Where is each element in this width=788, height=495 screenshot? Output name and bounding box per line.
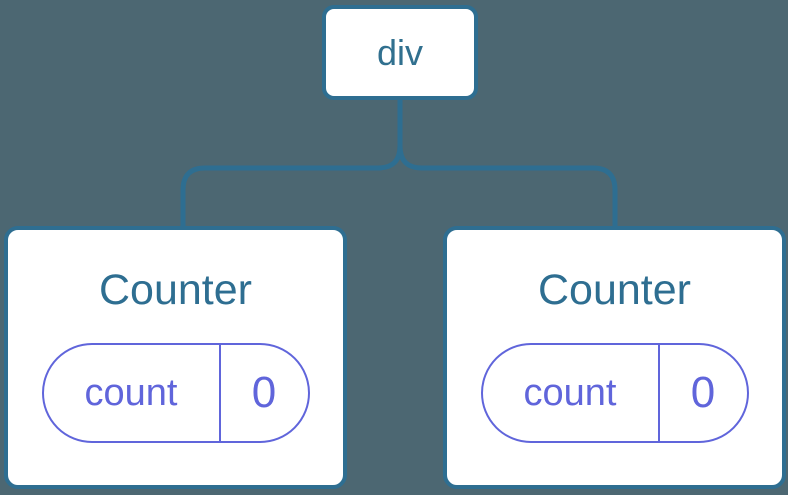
counter-node-right: Counter count 0 bbox=[443, 226, 786, 489]
connector-root-to-left-child bbox=[180, 100, 403, 228]
state-key: count bbox=[84, 371, 178, 414]
connector-root-to-right-child bbox=[397, 100, 618, 228]
component-name-label: Counter bbox=[538, 266, 691, 314]
counter-node-left: Counter count 0 bbox=[4, 226, 347, 489]
root-node-label: div bbox=[376, 31, 424, 73]
state-pill: count 0 bbox=[480, 343, 749, 444]
state-value: 0 bbox=[218, 345, 308, 442]
state-value: 0 bbox=[657, 345, 747, 442]
state-key: count bbox=[523, 371, 617, 414]
state-pill: count 0 bbox=[41, 343, 310, 444]
root-node-div: div bbox=[322, 5, 478, 100]
component-name-label: Counter bbox=[99, 266, 252, 314]
